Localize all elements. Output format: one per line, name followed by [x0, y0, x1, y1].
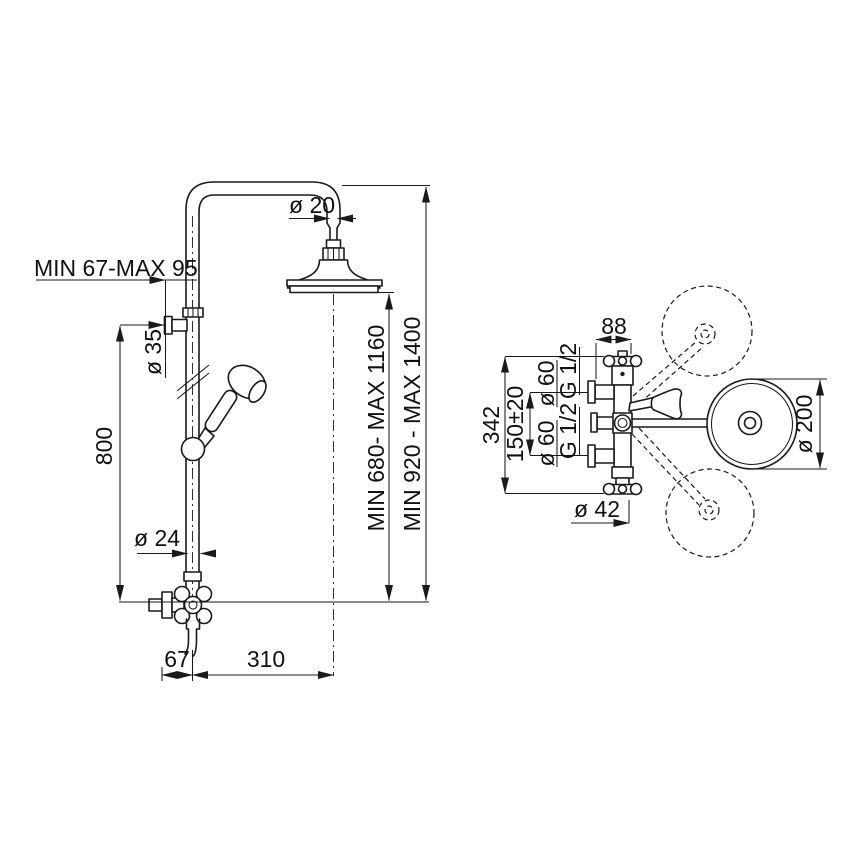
- cross-handle: [183, 595, 203, 615]
- diverter-lever: [650, 388, 683, 420]
- top-cross-handle: [617, 356, 628, 366]
- dim-label-rail-length: 800: [91, 427, 117, 465]
- upper-inlet-port: [594, 384, 615, 400]
- slider-knob: [180, 436, 206, 462]
- dim-label-lower-inlet-diameter: ø 60: [533, 420, 559, 466]
- bottom-cross-handle: [617, 484, 628, 494]
- dim-label-head-height-range: MIN 680- MAX 1160: [363, 325, 389, 532]
- dim-label-body-depth: 88: [601, 313, 627, 339]
- pipe-break-marks: [176, 364, 210, 400]
- rain-shower-head: [286, 239, 383, 676]
- dim-label-escutcheon-diameter: ø 42: [574, 496, 620, 522]
- front-view-drawing: [148, 181, 383, 676]
- mixer-body: [587, 350, 643, 496]
- dim-label-bracket-diameter: ø 35: [140, 329, 166, 375]
- wall-bracket: [163, 307, 204, 335]
- side-view-dimensions: 88 342 150±20 ø 60 G 1/2 ø 60 G 1/2 ø 42…: [478, 313, 827, 527]
- dim-label-head-pipe-diameter: ø 20: [289, 192, 335, 218]
- dim-label-lower-inlet-thread: G 1/2: [555, 403, 581, 459]
- dim-label-offset-head: 310: [247, 646, 285, 672]
- shower-head-front: [706, 378, 798, 470]
- front-view-dimensions: MIN 67-MAX 95 ø 20 ø 35 800 ø 24 67 310 …: [34, 184, 430, 681]
- dim-label-offset-wall: 67: [164, 646, 190, 672]
- side-view-drawing: [587, 285, 798, 558]
- dim-label-shower-head-diameter: ø 200: [791, 395, 817, 454]
- dim-label-upper-inlet-diameter: ø 60: [533, 360, 559, 406]
- dim-label-top-height-range: MIN 920 - MAX 1400: [399, 317, 425, 532]
- lower-inlet-port: [594, 448, 615, 464]
- swivel-joint-and-arm: [612, 388, 749, 434]
- shutoff-valve: [148, 571, 213, 657]
- dim-label-riser-diameter: ø 24: [134, 525, 180, 551]
- dim-label-wall-distance: MIN 67-MAX 95: [34, 255, 198, 281]
- dim-label-upper-inlet-thread: G 1/2: [555, 343, 581, 399]
- dim-label-inlet-spacing: 150±20: [502, 386, 528, 463]
- middle-outlet-port: [596, 416, 615, 430]
- hand-shower: [180, 364, 267, 462]
- outlet-spout: [192, 618, 201, 657]
- swivel-range-dashed: [631, 285, 755, 558]
- dim-label-total-height: 342: [478, 406, 504, 444]
